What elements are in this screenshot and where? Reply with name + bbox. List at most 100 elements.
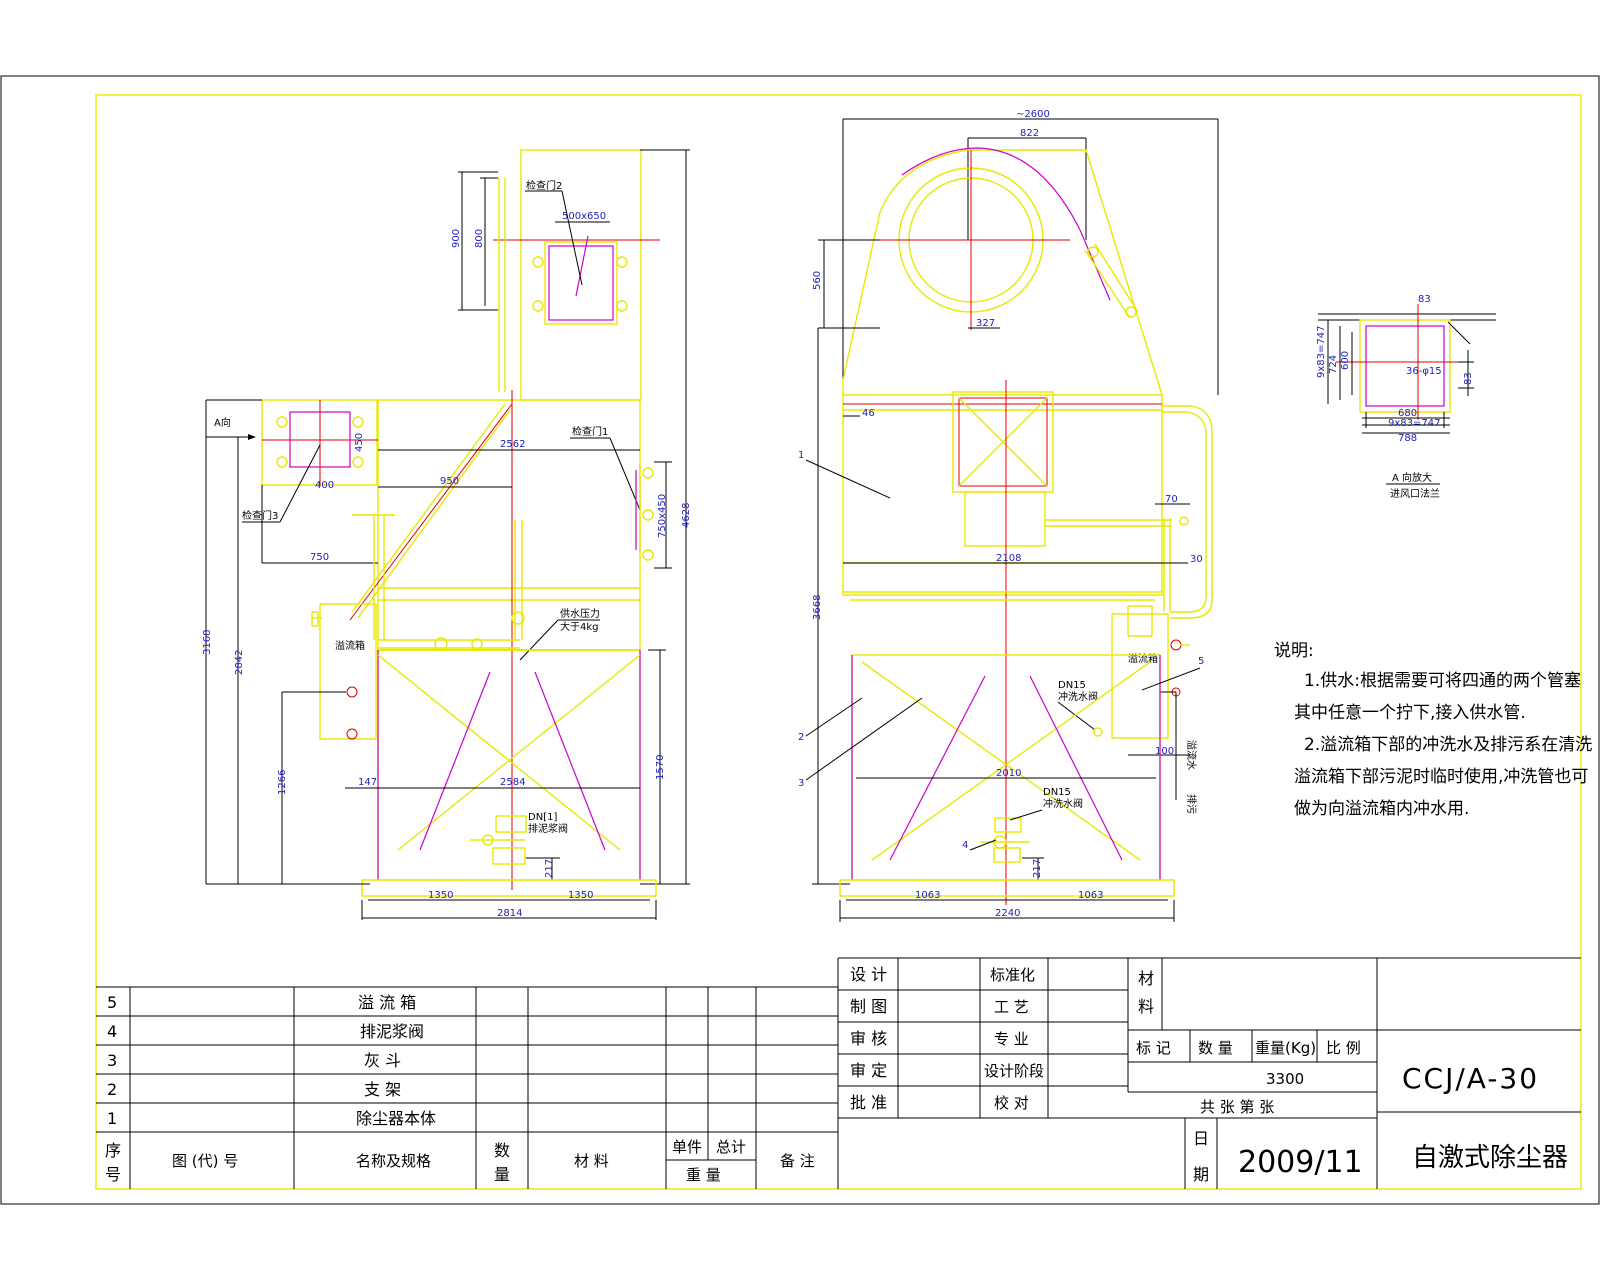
dim-327: 327 [976, 318, 995, 329]
door2-inner [548, 245, 614, 321]
overflow-box-left [319, 603, 377, 740]
notes-line-4: 溢流箱下部污泥时临时使用,冲洗管也可 [1294, 766, 1588, 787]
parts-row5-no: 5 [107, 993, 117, 1012]
callout-2: 2 [798, 732, 804, 743]
dim-3668: 3668 [812, 595, 823, 620]
header-qty-2: 量 [494, 1165, 510, 1184]
callout-1: 1 [798, 450, 804, 461]
parts-row3-name: 灰 斗 [364, 1051, 401, 1070]
dim-750x450: 750x450 [657, 494, 668, 538]
header-remark: 备 注 [780, 1152, 815, 1170]
label-dn15a1: DN15 [1058, 680, 1086, 691]
door2-frame [544, 241, 618, 325]
dim-100: 100 [1155, 746, 1174, 757]
detail-a-view: 83 9x83=747 724 600 36-φ15 83 680 9x83=7… [1316, 294, 1496, 500]
notes: 说明: 1.供水:根据需要可将四通的两个管塞 其中任意一个拧下,接入供水管. 2… [1274, 641, 1592, 819]
cyclone-scroll [901, 147, 1111, 301]
label-water1: 溢流水 [1185, 740, 1198, 770]
tb-role2-proof: 校 对 [994, 1094, 1029, 1112]
overflow-box-right [1111, 613, 1169, 739]
dim-2010: 2010 [996, 768, 1021, 779]
dim-46: 46 [862, 408, 875, 419]
header-material: 材 料 [574, 1152, 609, 1170]
left-elevation-view: 900 800 500x650 检查门2 2562 950 检查门1 750x4… [202, 149, 692, 920]
parts-row3-no: 3 [107, 1051, 117, 1070]
dim-400: 400 [315, 480, 334, 491]
dim-1570: 1570 [655, 755, 666, 780]
notes-line-2: 其中任意一个拧下,接入供水管. [1294, 703, 1526, 723]
dim-4628: 4628 [681, 503, 692, 528]
header-total: 总计 [716, 1138, 746, 1156]
tb-role-design: 设 计 [850, 965, 887, 984]
dim-2240: 2240 [995, 908, 1020, 919]
parts-table: 5 溢 流 箱 4 排泥浆阀 3 灰 斗 2 支 架 1 除尘器本体 序 号 图… [96, 958, 839, 1189]
header-code: 图 (代) 号 [172, 1152, 238, 1170]
dim-3168: 3168 [202, 630, 213, 655]
parts-row4-name: 排泥浆阀 [360, 1022, 424, 1041]
parts-row1-name: 除尘器本体 [356, 1109, 436, 1128]
tb-weight: 重量(Kg) [1255, 1039, 1316, 1057]
right-elevation-view: ~2600 822 560 327 46 70 2108 30 3668 [798, 109, 1219, 922]
label-a-dir: A向 [214, 416, 231, 429]
tb-date: 2009/11 [1238, 1145, 1363, 1180]
detail-dim-724: 724 [1328, 355, 1339, 374]
tb-date-1: 日 [1193, 1129, 1209, 1148]
tb-role-check: 审 核 [850, 1029, 887, 1048]
label-pressure1: 供水压力 [560, 607, 600, 620]
notes-title: 说明: [1274, 641, 1314, 661]
label-door3: 检查门3 [242, 509, 278, 522]
label-valve2: 排泥浆阀 [528, 822, 568, 835]
label-door1: 检查门1 [572, 425, 608, 438]
dim-217-right: 217 [1032, 859, 1043, 878]
dim-147: 147 [358, 777, 377, 788]
tb-drawing-title: 自激式除尘器 [1412, 1143, 1568, 1173]
detail-dim-788: 788 [1398, 433, 1417, 444]
header-unit: 单件 [672, 1138, 702, 1156]
title-block: 设 计 制 图 审 核 审 定 批 准 标准化 工 艺 专 业 设计阶段 校 对… [838, 957, 1581, 1189]
tb-role2-specialty: 专 业 [994, 1030, 1029, 1048]
label-dn15b2: 冲洗水阀 [1043, 797, 1083, 810]
detail-caption-1: A 向放大 [1392, 471, 1432, 484]
tb-role-approve: 批 准 [850, 1093, 887, 1112]
detail-caption-2: 进风口法兰 [1390, 487, 1440, 500]
parts-row2-no: 2 [107, 1080, 117, 1099]
detail-flange [1359, 319, 1451, 413]
tb-sheets: 共 张 第 张 [1200, 1098, 1274, 1116]
tb-drawing-no: CCJ/A-30 [1402, 1062, 1539, 1095]
tb-role-draw: 制 图 [850, 997, 887, 1016]
parts-row1-no: 1 [107, 1109, 117, 1128]
header-weight: 重 量 [686, 1166, 721, 1184]
label-valve1: DN[1] [528, 812, 557, 823]
dim-217-left: 217 [544, 859, 555, 878]
dim-450: 450 [354, 433, 365, 452]
label-pressure2: 大于4kg [560, 620, 599, 633]
detail-dim-747a: 9x83=747 [1316, 326, 1327, 378]
right-main-body [842, 394, 1163, 596]
notes-line-3: 2.溢流箱下部的冲洗水及排污系在清洗 [1304, 735, 1592, 755]
tb-role2-process: 工 艺 [994, 998, 1029, 1016]
header-qty-1: 数 [494, 1141, 510, 1160]
dim-1063a: 1063 [915, 890, 940, 901]
detail-dim-680: 680 [1398, 408, 1417, 419]
label-water2: 排污 [1185, 794, 1198, 814]
dim-2600: ~2600 [1016, 109, 1050, 120]
callout-5: 5 [1198, 656, 1204, 667]
dim-950: 950 [440, 476, 459, 487]
dim-822: 822 [1020, 128, 1039, 139]
dim-750: 750 [310, 552, 329, 563]
tb-role2-stage: 设计阶段 [984, 1062, 1044, 1080]
dim-2562: 2562 [500, 439, 525, 450]
callout-3: 3 [798, 778, 804, 789]
label-dn15a2: 冲洗水阀 [1058, 690, 1098, 703]
label-dn15b1: DN15 [1043, 787, 1071, 798]
parts-row4-no: 4 [107, 1022, 117, 1041]
dim-70: 70 [1165, 494, 1178, 505]
dim-2814: 2814 [497, 908, 522, 919]
tb-weight-value: 3300 [1266, 1070, 1304, 1088]
tb-role2-standard: 标准化 [990, 966, 1035, 984]
cyclone-outline [842, 149, 1163, 396]
tb-date-2: 期 [1193, 1165, 1209, 1184]
base-right [839, 879, 1175, 897]
tb-scale: 比 例 [1326, 1039, 1361, 1057]
